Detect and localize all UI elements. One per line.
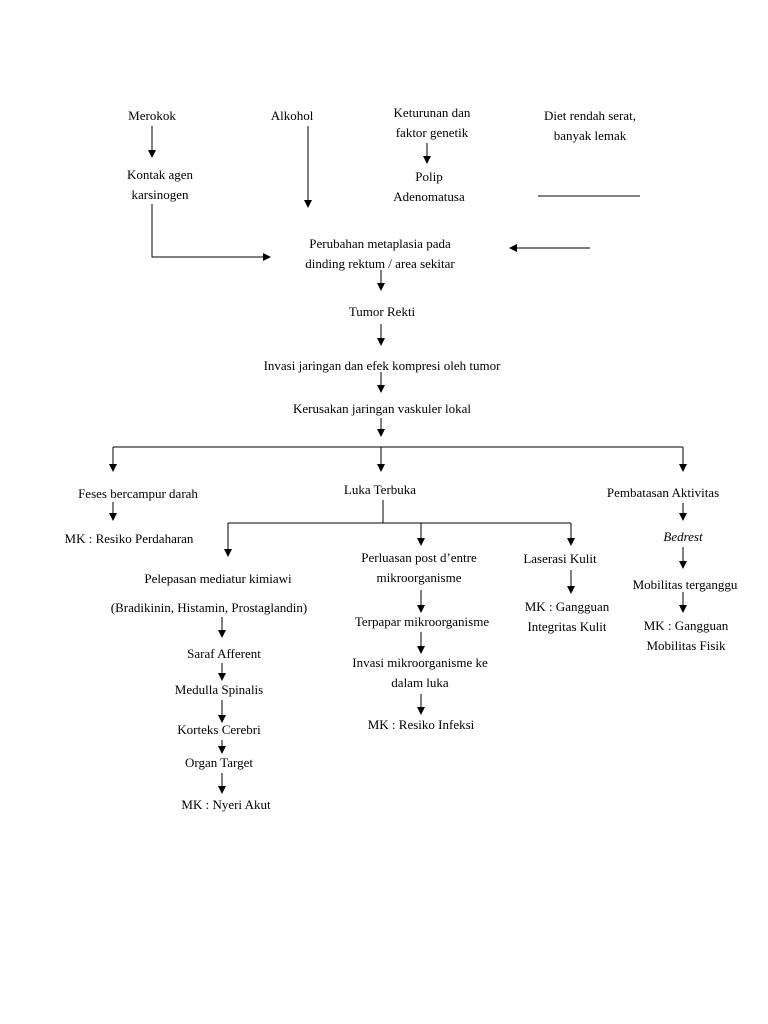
node-laserasi-kulit: Laserasi Kulit — [500, 549, 620, 569]
node-polip-line-1: Polip — [415, 169, 443, 184]
node-medulla-line-1: Medulla Spinalis — [174, 682, 264, 697]
node-bedrest: Bedrest — [633, 527, 733, 547]
node-perubahan-metaplasia: Perubahan metaplasia pada dinding rektum… — [280, 234, 480, 274]
node-mk-infeksi: MK : Resiko Infeksi — [346, 715, 496, 735]
node-invasi-jaringan: Invasi jaringan dan efek kompresi oleh t… — [232, 356, 532, 376]
node-medulla-spinalis: Medulla Spinalis — [159, 680, 279, 700]
node-tumor-rekti: Tumor Rekti — [322, 302, 442, 322]
node-merokok-line-1: Merokok — [128, 108, 176, 123]
node-kerusakan-jaringan: Kerusakan jaringan vaskuler lokal — [262, 399, 502, 419]
node-mk-nyeri: MK : Nyeri Akut — [156, 795, 296, 815]
node-diet: Diet rendah serat, banyak lemak — [520, 106, 660, 146]
node-mk-integritas-line-2: Integritas Kulit — [527, 619, 607, 634]
node-kontak-line-1: Kontak agen — [126, 167, 194, 182]
node-pembatasan-line-1: Pembatasan Aktivitas — [606, 485, 720, 500]
node-perubahan-line-1: Perubahan metaplasia pada — [309, 236, 451, 251]
node-mk-integritas-line-1: MK : Gangguan — [524, 599, 610, 614]
node-tumor-line-1: Tumor Rekti — [348, 304, 416, 319]
node-mk-mobilitas: MK : Gangguan Mobilitas Fisik — [616, 616, 756, 656]
node-pelepasan-mediatur: Pelepasan mediatur kimiawi — [108, 569, 328, 589]
node-korteks-line-1: Korteks Cerebri — [177, 722, 261, 737]
node-saraf-afferent: Saraf Afferent — [164, 644, 284, 664]
node-perluasan: Perluasan post d’entre mikroorganisme — [334, 548, 504, 588]
node-keturunan: Keturunan dan faktor genetik — [362, 103, 502, 143]
node-mk-perdarahan-line-1: MK : Resiko Perdaharan — [64, 531, 194, 546]
node-terpapar-line-1: Terpapar mikroorganisme — [354, 614, 490, 629]
node-bradikinin-line-1: (Bradikinin, Histamin, Prostaglandin) — [110, 600, 308, 615]
node-saraf-line-1: Saraf Afferent — [187, 646, 261, 661]
node-invasi-mikro-line-1: Invasi mikroorganisme ke — [352, 655, 488, 670]
node-diet-line-1: Diet rendah serat, — [543, 108, 637, 123]
node-diet-line-2: banyak lemak — [553, 128, 627, 143]
node-kontak-line-2: karsinogen — [131, 187, 189, 202]
node-invasi-jaringan-line-1: Invasi jaringan dan efek kompresi oleh t… — [263, 358, 501, 373]
node-feses: Feses bercampur darah — [58, 484, 218, 504]
node-organ-target: Organ Target — [159, 753, 279, 773]
node-polip: Polip Adenomatusa — [369, 167, 489, 207]
node-pelepasan-line-1: Pelepasan mediatur kimiawi — [144, 571, 292, 586]
node-keturunan-line-1: Keturunan dan — [393, 105, 471, 120]
node-korteks-cerebri: Korteks Cerebri — [159, 720, 279, 740]
node-polip-line-2: Adenomatusa — [393, 189, 465, 204]
node-bedrest-line-1: Bedrest — [663, 529, 703, 544]
node-mk-mobilitas-line-2: Mobilitas Fisik — [646, 638, 726, 653]
node-alkohol: Alkohol — [242, 106, 342, 126]
node-mk-integritas: MK : Gangguan Integritas Kulit — [502, 597, 632, 637]
node-invasi-mikro-line-2: dalam luka — [391, 675, 449, 690]
node-keturunan-line-2: faktor genetik — [395, 125, 469, 140]
node-mobilitas-terganggu: Mobilitas terganggu — [600, 575, 768, 595]
node-bradikinin: (Bradikinin, Histamin, Prostaglandin) — [84, 598, 334, 618]
node-mk-mobilitas-line-1: MK : Gangguan — [643, 618, 729, 633]
node-luka-terbuka: Luka Terbuka — [320, 480, 440, 500]
node-mk-infeksi-line-1: MK : Resiko Infeksi — [367, 717, 475, 732]
node-mobilitas-line-1: Mobilitas terganggu — [632, 577, 738, 592]
node-invasi-mikro: Invasi mikroorganisme ke dalam luka — [330, 653, 510, 693]
node-alkohol-line-1: Alkohol — [270, 108, 314, 123]
node-perluasan-line-2: mikroorganisme — [376, 570, 462, 585]
node-laserasi-line-1: Laserasi Kulit — [523, 551, 597, 566]
node-perubahan-line-2: dinding rektum / area sekitar — [305, 256, 455, 271]
node-organ-line-1: Organ Target — [184, 755, 254, 770]
node-pembatasan-aktivitas: Pembatasan Aktivitas — [588, 483, 738, 503]
node-merokok: Merokok — [92, 106, 212, 126]
node-mk-perdarahan: MK : Resiko Perdaharan — [44, 529, 214, 549]
node-luka-line-1: Luka Terbuka — [343, 482, 417, 497]
node-terpapar: Terpapar mikroorganisme — [332, 612, 512, 632]
node-mk-nyeri-line-1: MK : Nyeri Akut — [181, 797, 271, 812]
node-kerusakan-line-1: Kerusakan jaringan vaskuler lokal — [293, 401, 471, 416]
node-feses-line-1: Feses bercampur darah — [78, 486, 198, 501]
arrow-kontak-perubahan — [151, 204, 271, 261]
node-kontak-agen: Kontak agen karsinogen — [100, 165, 220, 205]
node-perluasan-line-1: Perluasan post d’entre — [361, 550, 477, 565]
